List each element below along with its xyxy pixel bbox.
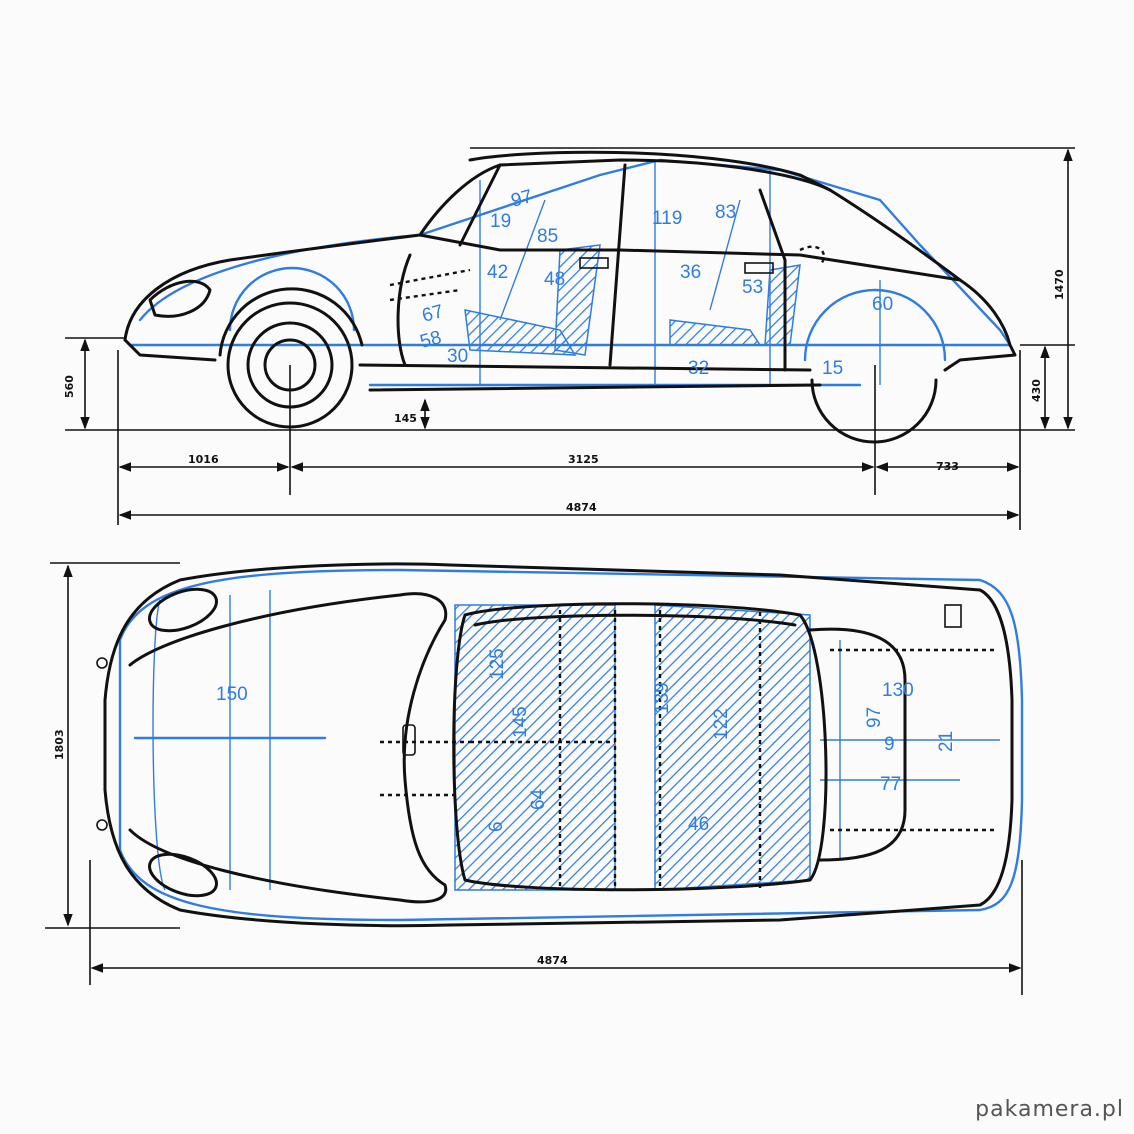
- top-view: 150 125 145 64 6 139 122 46 130 97 9 77 …: [45, 562, 1024, 995]
- dim-ground-clearance: 145: [394, 412, 417, 425]
- label-36: 36: [680, 262, 701, 283]
- label-30: 30: [447, 346, 468, 367]
- dim-wheelbase: 3125: [568, 453, 599, 466]
- label-83: 83: [715, 202, 736, 223]
- label-97: 97: [509, 186, 535, 212]
- dim-rear-overhang: 733: [936, 460, 959, 473]
- top-interior-labels: 150 125 145 64 6 139 122 46 130 97 9 77 …: [216, 648, 957, 835]
- label-6: 6: [486, 821, 507, 832]
- label-125: 125: [487, 648, 508, 680]
- label-97: 97: [864, 707, 885, 728]
- label-60: 60: [872, 294, 893, 315]
- label-64: 64: [528, 788, 549, 810]
- label-130: 130: [882, 680, 914, 701]
- label-85: 85: [537, 226, 558, 247]
- label-19: 19: [490, 211, 511, 232]
- dim-front-height: 560: [63, 375, 76, 398]
- label-122: 122: [711, 708, 732, 740]
- top-black-outline: [96, 562, 1014, 928]
- label-67: 67: [420, 301, 446, 327]
- side-view: 19 97 85 42 48 67 58 30 119 83 36 53 60 …: [63, 147, 1075, 530]
- dim-width: 1803: [53, 729, 66, 760]
- label-119: 119: [652, 208, 682, 229]
- label-32: 32: [688, 358, 709, 379]
- label-53: 53: [742, 277, 763, 298]
- dim-front-overhang: 1016: [188, 453, 219, 466]
- label-42: 42: [487, 262, 508, 283]
- label-77: 77: [880, 774, 901, 795]
- label-58: 58: [418, 327, 444, 353]
- label-46: 46: [688, 814, 709, 835]
- watermark: pakamera.pl: [975, 1097, 1124, 1122]
- dim-rear-height: 430: [1030, 379, 1043, 402]
- dim-total-height: 1470: [1053, 269, 1066, 300]
- label-150: 150: [216, 684, 248, 705]
- label-9: 9: [884, 734, 895, 755]
- side-blue-interior: [128, 158, 1012, 387]
- label-21: 21: [936, 731, 957, 752]
- label-15: 15: [822, 358, 843, 379]
- dim-top-total-length: 4874: [537, 954, 568, 967]
- top-dimension-lines: 1803 4874: [45, 562, 1023, 995]
- side-dimension-lines: 560 145 430 1470 1016 3125 733 4874: [63, 147, 1075, 530]
- side-interior-labels: 19 97 85 42 48 67 58 30 119 83 36 53 60 …: [418, 186, 893, 379]
- label-145: 145: [510, 706, 531, 738]
- top-blue-interior: [118, 568, 1024, 922]
- label-139: 139: [652, 682, 673, 714]
- dim-total-length: 4874: [566, 501, 597, 514]
- label-48: 48: [544, 269, 565, 290]
